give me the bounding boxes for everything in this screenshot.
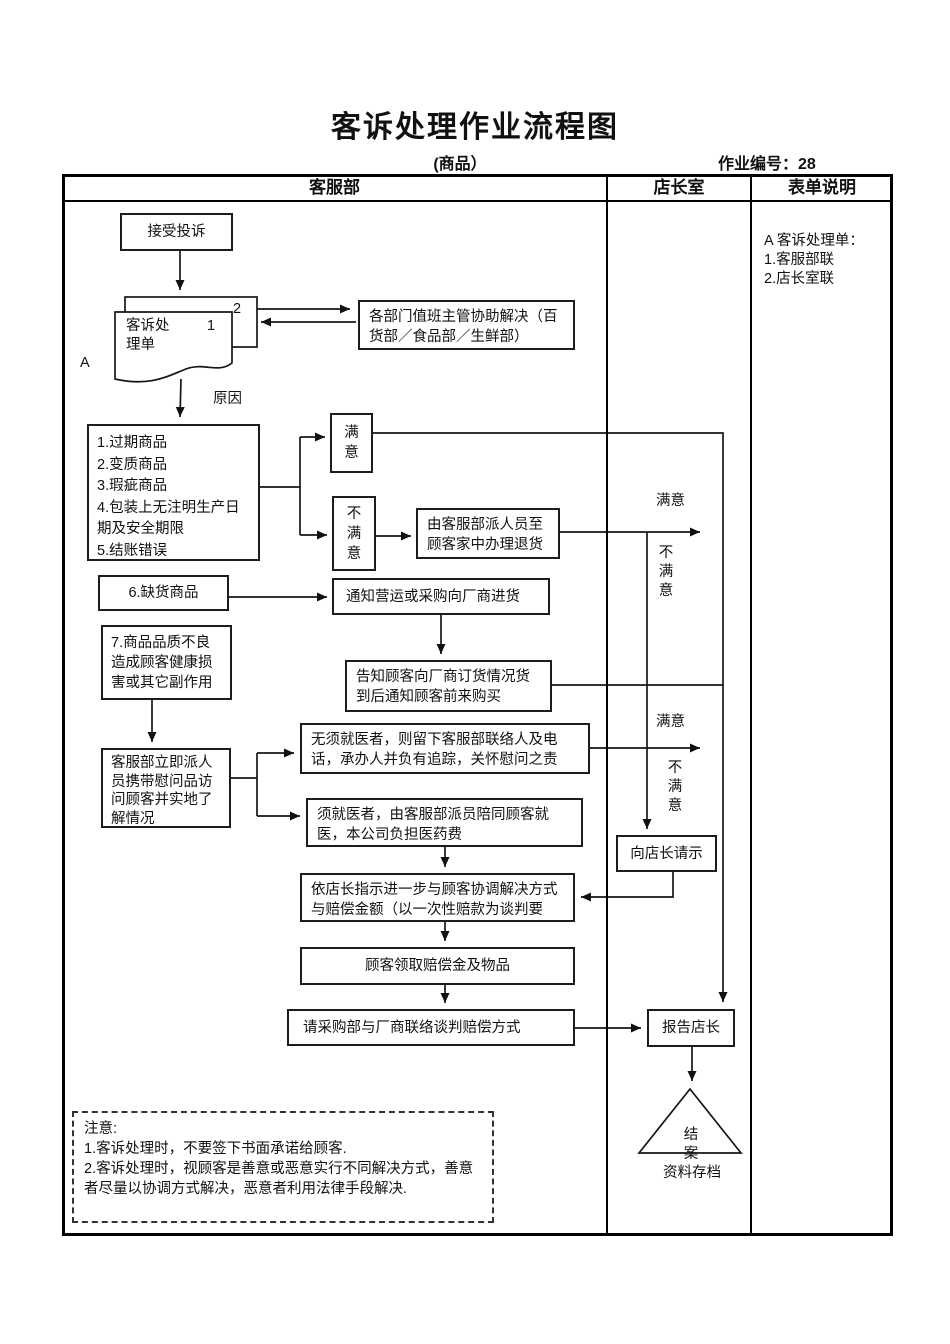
complaint-doc-copy2: 2: [233, 301, 242, 317]
node-compensation: 顾客领取赔偿金及物品: [300, 947, 575, 985]
branch-label-unsatisfied-2: 不 满 意: [667, 760, 683, 814]
branch-label-satisfied-1: 满意: [656, 493, 685, 509]
complaint-doc-ref-a: A: [80, 355, 90, 371]
page-title: 客诉处理作业流程图: [331, 111, 619, 144]
branch-label-satisfied-2: 满意: [656, 714, 685, 730]
node-assist-departments: 各部门值班主管协助解决（百货部／食品部／生鲜部）: [358, 300, 575, 350]
node-visit-customer: 客服部立即派人员携带慰问品访问顾客并实地了解情况: [101, 748, 231, 828]
node-purchasing-negotiate: 请采购部与厂商联络谈判赔偿方式: [287, 1009, 575, 1046]
form-notes-text: A 客诉处理单： 1.客服部联 2.店长室联: [764, 233, 864, 287]
lane-divider-2: [750, 174, 752, 1236]
node-quality-issue: 7.商品品质不良造成顾客健康损害或其它副作用: [101, 625, 232, 700]
lane-header-form-notes: 表单说明: [788, 178, 856, 197]
node-need-doctor: 须就医者，由客服部派员陪同顾客就医，本公司负担医药费: [306, 798, 583, 847]
node-home-return: 由客服部派人员至顾客家中办理退货: [416, 508, 560, 559]
table-frame: [62, 174, 893, 1236]
node-inform-customer: 告知顾客向厂商订货情况货到后通知顾客前来购买: [345, 660, 552, 712]
branch-label-unsatisfied-1: 不 满 意: [658, 545, 674, 599]
node-satisfied: 满 意: [330, 413, 373, 473]
node-negotiate-solution: 依店长指示进一步与顾客协调解决方式与赔偿金额（以一次性赔款为谈判要: [300, 873, 575, 922]
notes-box: 注意: 1.客诉处理时，不要签下书面承诺给顾客. 2.客诉处理时，视顾客是善意或…: [72, 1111, 494, 1223]
node-no-doctor: 无须就医者，则留下客服部联络人及电话，承办人并负有追踪，关怀慰问之责: [300, 723, 590, 774]
archive-label: 资料存档: [663, 1165, 721, 1181]
node-notify-purchase: 通知营运或采购向厂商进货: [332, 578, 550, 615]
complaint-doc-title: 客诉处 理单: [126, 318, 170, 353]
product-label: (商品）: [433, 156, 487, 173]
node-out-of-stock: 6.缺货商品: [98, 575, 229, 611]
lane-divider-1: [606, 174, 608, 1236]
close-case-triangle-label: 结 案: [683, 1127, 699, 1159]
node-complaint-reasons: 1.过期商品 2.变质商品 3.瑕疵商品 4.包装上无注明生产日期及安全期限 5…: [87, 424, 260, 561]
node-unsatisfied: 不 满 意: [332, 496, 376, 571]
reason-label: 原因: [213, 391, 242, 407]
lane-header-store-manager: 店长室: [653, 178, 705, 197]
node-ask-manager: 向店长请示: [616, 835, 717, 872]
lane-header-customer-service: 客服部: [309, 178, 360, 197]
complaint-doc-copy1: 1: [207, 318, 216, 334]
job-number: 作业编号：28: [718, 156, 816, 173]
node-report-manager: 报告店长: [647, 1009, 735, 1047]
node-receive-complaint: 接受投诉: [120, 213, 233, 251]
header-row-divider: [62, 200, 893, 202]
